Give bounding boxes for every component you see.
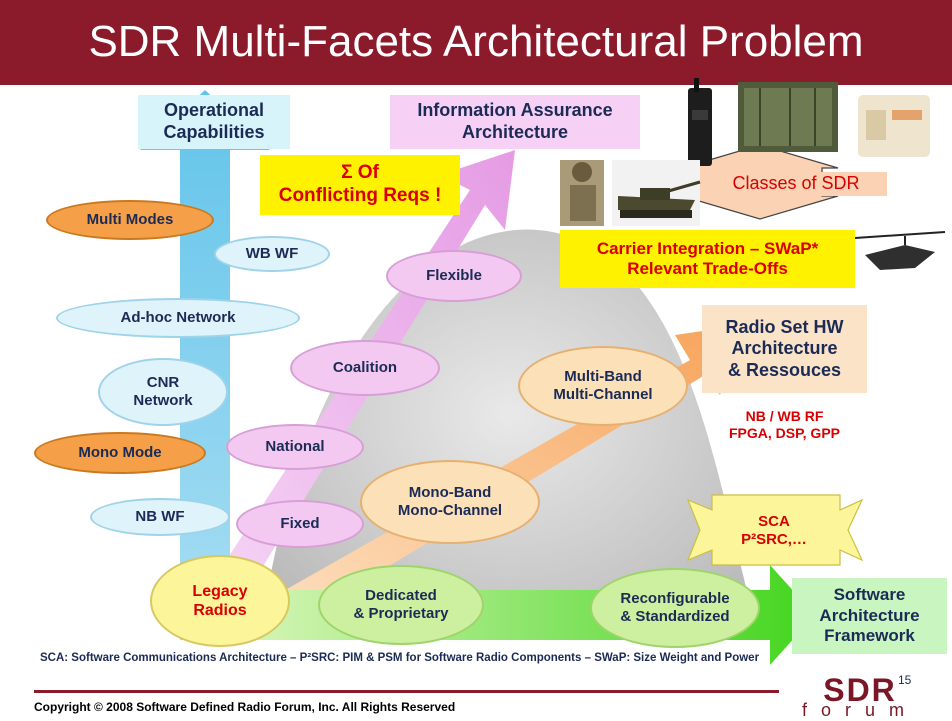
wb-wf-ellipse: WB WF — [214, 236, 330, 272]
software-line1: Software — [833, 585, 906, 605]
sca-badge-line2: P²SRC,… — [741, 531, 807, 548]
dedicated-line2: & Proprietary — [353, 605, 449, 622]
handheld-radio-picture — [688, 78, 712, 166]
radio-set-line3: & Ressouces — [727, 359, 842, 380]
mono-band-line1: Mono-Band — [408, 484, 492, 501]
sca-badge-line1: SCA — [758, 513, 790, 530]
legacy-line2: Radios — [193, 602, 247, 619]
rf-line1: NB / WB RF — [745, 408, 824, 425]
logo-sdr-text: SDR — [823, 672, 897, 708]
wb-wf-label: WB WF — [245, 245, 299, 262]
adhoc-label: Ad-hoc Network — [120, 309, 236, 326]
flexible-ellipse: Flexible — [386, 250, 522, 302]
radio-set-line1: Radio Set HW — [725, 316, 844, 337]
radio-set-hw-box: Radio Set HW Architecture & Ressouces — [702, 305, 867, 393]
carrier-line2: Relevant Trade-Offs — [627, 259, 788, 278]
sca-banner-shape — [686, 494, 864, 566]
conflicting-reqs-box: Σ Of Conflicting Reqs ! — [260, 155, 460, 215]
helicopter-picture — [854, 231, 946, 270]
reconfigurable-ellipse: Reconfigurable & Standardized — [590, 568, 760, 648]
reconfigurable-line1: Reconfigurable — [620, 590, 730, 607]
information-assurance-line2: Architecture — [461, 122, 569, 142]
cnr-line2: Network — [133, 392, 193, 409]
mono-mode-ellipse: Mono Mode — [34, 432, 206, 474]
rf-list: NB / WB RF FPGA, DSP, GPP — [702, 405, 867, 445]
coalition-label: Coalition — [332, 359, 398, 376]
coalition-ellipse: Coalition — [290, 340, 440, 396]
dedicated-line1: Dedicated — [365, 587, 437, 604]
mono-band-line2: Mono-Channel — [397, 502, 503, 519]
operational-label-line2: Capabilities — [163, 122, 265, 142]
conflicting-line2: Conflicting Reqs ! — [278, 185, 442, 206]
multi-modes-ellipse: Multi Modes — [46, 200, 214, 240]
software-framework-box: Software Architecture Framework — [792, 578, 947, 654]
tank-picture — [612, 160, 701, 226]
national-ellipse: National — [226, 424, 364, 470]
blue-up-arrow — [140, 90, 270, 640]
information-assurance-box: Information Assurance Architecture — [390, 95, 640, 149]
multi-band-line2: Multi-Channel — [553, 386, 653, 403]
cnr-network-ellipse: CNR Network — [98, 358, 228, 426]
carrier-line1: Carrier Integration – SWaP* — [596, 238, 819, 258]
legacy-radios-ellipse: Legacy Radios — [150, 555, 290, 647]
page-title: SDR Multi-Facets Architectural Problem — [88, 17, 864, 66]
radio-set-line2: Architecture — [731, 338, 838, 359]
carrier-integration-box: Carrier Integration – SWaP* Relevant Tra… — [560, 230, 855, 288]
reconfigurable-line2: & Standardized — [620, 608, 730, 625]
cnr-line1: CNR — [146, 374, 180, 391]
page-number: 15 — [898, 673, 912, 687]
software-line3: Framework — [824, 626, 915, 646]
operational-label-line1: Operational — [163, 100, 265, 121]
soldier-picture — [560, 160, 604, 226]
rack-radio-picture — [738, 82, 838, 152]
legacy-line1: Legacy — [192, 582, 248, 600]
fixed-ellipse: Fixed — [236, 500, 364, 548]
sca-badge-text: SCA P²SRC,… — [718, 505, 830, 557]
title-bar — [0, 0, 952, 85]
dedicated-ellipse: Dedicated & Proprietary — [318, 565, 484, 645]
multi-band-ellipse: Multi-Band Multi-Channel — [518, 346, 688, 426]
beige-radio-picture — [858, 95, 930, 157]
conflicting-line1: Σ Of — [341, 162, 379, 184]
multi-band-line1: Multi-Band — [564, 368, 642, 385]
copyright-text: Copyright © 2008 Software Defined Radio … — [34, 700, 456, 714]
information-assurance-line1: Information Assurance — [417, 100, 613, 121]
nb-wf-label: NB WF — [135, 508, 185, 525]
operational-capabilities-box: Operational Capabilities — [138, 95, 290, 149]
nb-wf-ellipse: NB WF — [90, 498, 230, 536]
footer-divider — [34, 690, 779, 693]
sdr-forum-logo: SDR forum — [780, 670, 940, 720]
mono-mode-label: Mono Mode — [78, 444, 162, 461]
logo-forum-text: forum — [801, 700, 918, 720]
flexible-label: Flexible — [426, 267, 482, 284]
adhoc-network-ellipse: Ad-hoc Network — [56, 298, 300, 338]
software-line2: Architecture — [819, 605, 920, 625]
fixed-label: Fixed — [280, 515, 320, 532]
rf-line2: FPGA, DSP, GPP — [729, 425, 840, 441]
classes-of-sdr-label: Classes of SDR — [705, 172, 887, 196]
multi-modes-label: Multi Modes — [86, 211, 174, 228]
acronym-footnote: SCA: Software Communications Architectur… — [40, 652, 760, 664]
mono-band-ellipse: Mono-Band Mono-Channel — [360, 460, 540, 544]
national-label: National — [265, 438, 325, 455]
